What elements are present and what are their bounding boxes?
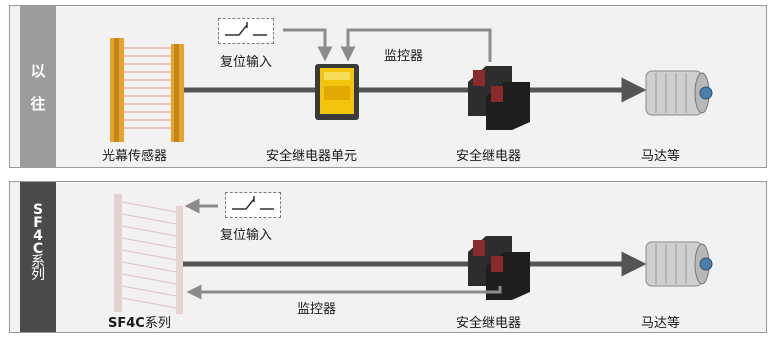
sf4c-tab: S F 4 C 系 列 xyxy=(20,182,56,332)
light-curtain-icon xyxy=(110,38,184,142)
sf4c-safety-relay-label: 安全继电器 xyxy=(456,316,522,331)
motor-label: 马达等 xyxy=(641,149,681,164)
safety-relay-unit-icon xyxy=(315,64,359,120)
sf4c-motor-label: 马达等 xyxy=(641,316,681,331)
sf4c-panel: S F 4 C 系 列 xyxy=(9,181,767,333)
reset-input-label: 复位输入 xyxy=(220,55,273,70)
monitor-feedback-line xyxy=(340,28,492,62)
sf4c-reset-input-label: 复位输入 xyxy=(220,228,273,243)
sf4c-motor-icon xyxy=(645,241,713,287)
sf4c-series-suffix: 系列 xyxy=(144,316,171,331)
sf4c-monitor-label: 监控器 xyxy=(297,302,337,317)
sf4c-reset-switch-icon xyxy=(225,192,281,218)
motor-icon xyxy=(645,70,713,116)
tab-line-6: 列 xyxy=(31,267,45,283)
tab-line-2: F xyxy=(33,215,43,231)
tab-line-1: S xyxy=(32,202,44,218)
monitor-label: 监控器 xyxy=(384,49,424,64)
safety-relay-label: 安全继电器 xyxy=(456,149,522,164)
sf4c-diagram xyxy=(114,194,713,314)
safety-relay-unit-label: 安全继电器单元 xyxy=(266,149,358,164)
conventional-panel: 以 往 xyxy=(9,5,767,168)
sf4c-series-label: SF4C系列 xyxy=(108,312,171,331)
sf4c-safety-relay-icon xyxy=(468,236,530,300)
reset-switch-icon xyxy=(218,18,274,44)
tab-char-2: 往 xyxy=(30,95,46,113)
reset-input-line xyxy=(283,28,333,62)
sf4c-monitor-feedback-line xyxy=(186,284,502,300)
tab-line-5: 系 xyxy=(31,254,45,270)
conventional-diagram xyxy=(110,28,713,142)
tab-char-1: 以 xyxy=(30,62,46,80)
sf4c-light-curtain-icon xyxy=(114,194,183,314)
sf4c-series-bold: SF4C xyxy=(108,316,145,331)
safety-relay-icon xyxy=(468,66,530,130)
light-curtain-label: 光幕传感器 xyxy=(102,149,168,164)
conventional-tab: 以 往 xyxy=(20,6,56,167)
tab-line-4: C xyxy=(32,241,44,257)
tab-line-3: 4 xyxy=(33,228,43,244)
